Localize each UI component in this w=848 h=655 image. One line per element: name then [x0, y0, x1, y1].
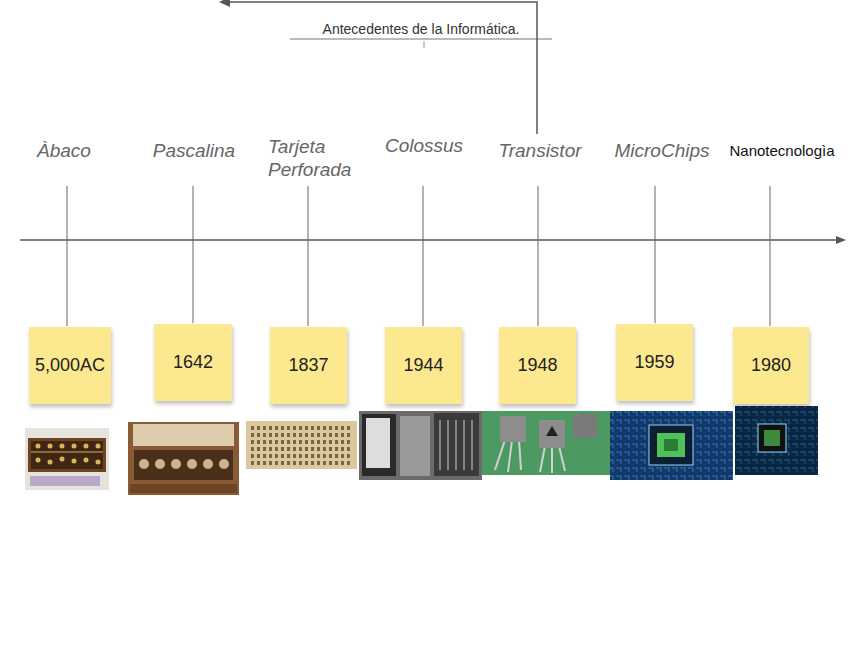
- year-text: 1837: [288, 355, 328, 376]
- leader-lines: [67, 186, 770, 326]
- title-rule: [290, 39, 552, 40]
- transistor-photo: [482, 411, 610, 475]
- diagram-title: Antecedentes de la Informática.: [323, 21, 520, 37]
- sticky-note: 1980: [733, 327, 809, 404]
- microchip-photo: [610, 411, 733, 480]
- sticky-note: 5,000AC: [29, 327, 111, 404]
- sticky-note: 1944: [385, 327, 462, 404]
- era-label: Colossus: [385, 135, 463, 157]
- era-label: MicroChips: [614, 140, 709, 162]
- year-text: 1959: [634, 352, 674, 373]
- punch-card-photo: [246, 421, 357, 469]
- year-text: 1980: [751, 355, 791, 376]
- year-text: 5,000AC: [35, 355, 105, 376]
- era-label: Tarjeta Perforada: [268, 135, 364, 181]
- abacus-photo: [25, 428, 109, 490]
- era-label: Nanotecnologìa: [729, 142, 834, 159]
- arrow-head: [219, 0, 230, 7]
- year-text: 1642: [173, 352, 213, 373]
- year-text: 1944: [403, 355, 443, 376]
- year-text: 1948: [517, 355, 557, 376]
- pascaline-photo: [128, 422, 239, 495]
- era-label: Àbaco: [37, 140, 91, 162]
- nanotech-photo: [735, 406, 818, 475]
- sticky-note: 1948: [499, 327, 576, 404]
- sticky-note: 1837: [270, 327, 347, 404]
- time-axis: [20, 239, 838, 241]
- era-label: Pascalina: [153, 140, 235, 162]
- colossus-photo: [359, 411, 482, 480]
- bracket-line: [228, 2, 537, 134]
- sticky-note: 1642: [154, 324, 232, 401]
- title-tick: [424, 41, 425, 48]
- sticky-note: 1959: [616, 324, 693, 401]
- era-label: Transistor: [498, 140, 581, 162]
- arrow-head: [836, 236, 846, 244]
